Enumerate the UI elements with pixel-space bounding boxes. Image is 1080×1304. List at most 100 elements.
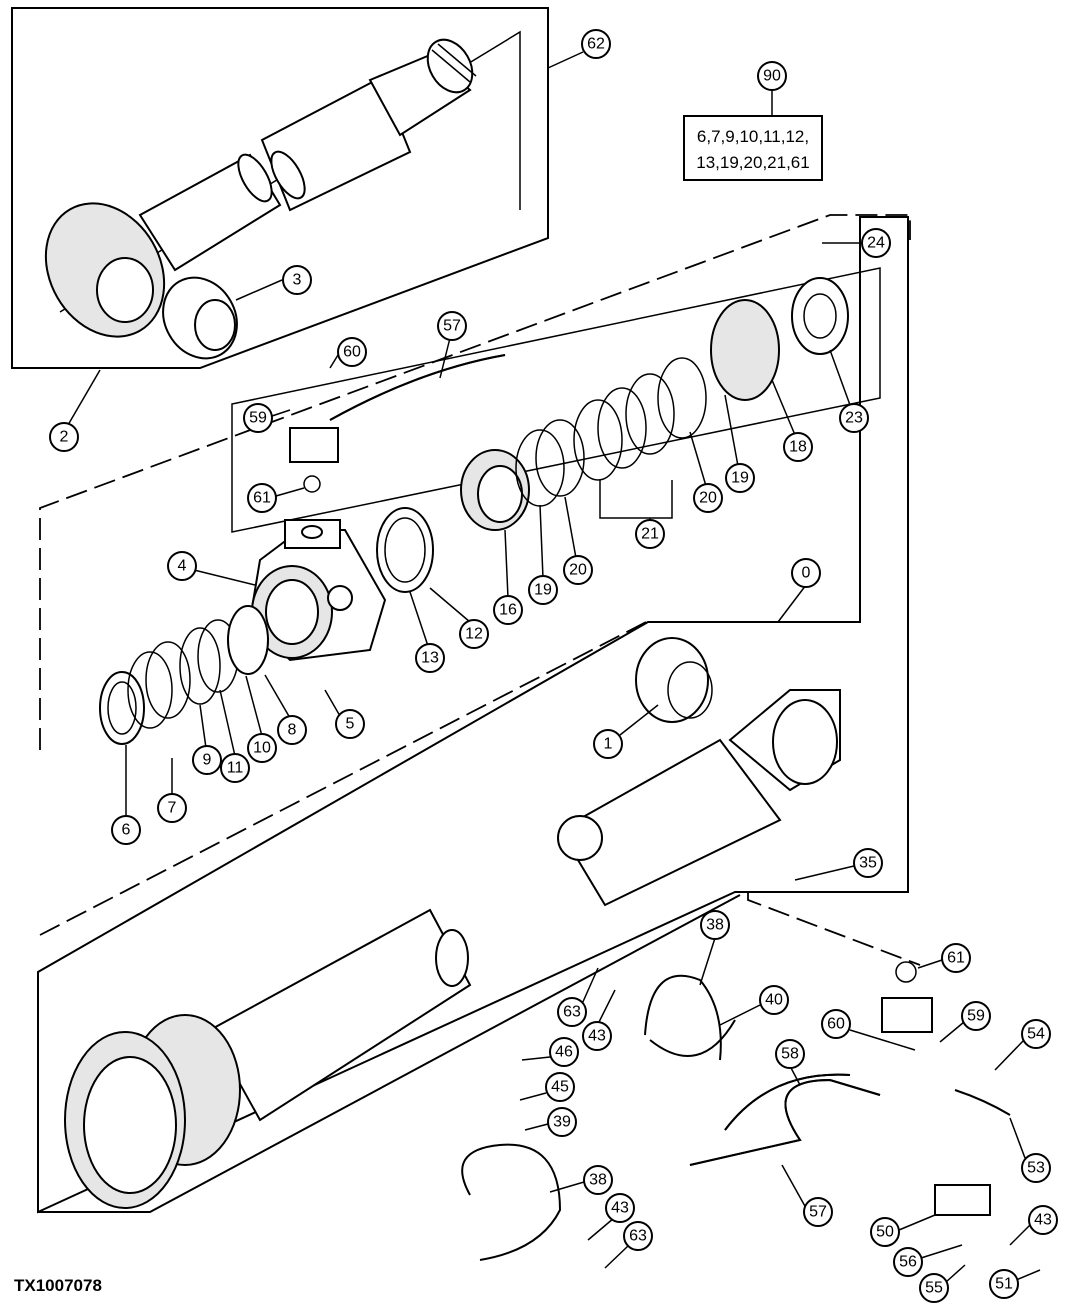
svg-text:57: 57 (809, 1204, 827, 1221)
callout-5[interactable]: 5 (324, 689, 365, 739)
callout-58[interactable]: 58 (775, 1039, 805, 1086)
callout-9[interactable]: 9 (192, 704, 222, 775)
callout-1[interactable]: 1 (593, 704, 659, 759)
svg-text:59: 59 (249, 410, 267, 427)
svg-text:51: 51 (995, 1276, 1013, 1293)
callout-59b[interactable]: 59 (939, 1001, 991, 1043)
callout-12[interactable]: 12 (429, 587, 489, 649)
callout-59a[interactable]: 59 (243, 403, 291, 433)
callout-57a[interactable]: 57 (437, 311, 467, 379)
callout-19b[interactable]: 19 (724, 394, 755, 493)
callout-63a[interactable]: 63 (557, 967, 599, 1027)
callout-4[interactable]: 4 (167, 551, 256, 586)
callout-38b[interactable]: 38 (549, 1165, 613, 1195)
callout-60b[interactable]: 60 (821, 1009, 916, 1051)
svg-text:56: 56 (899, 1254, 917, 1271)
callout-55[interactable]: 55 (919, 1264, 966, 1303)
svg-text:2: 2 (60, 429, 69, 446)
piston-rod (44, 38, 477, 360)
kit-box-line-2: 13,19,20,21,61 (696, 153, 809, 172)
callout-51[interactable]: 51 (989, 1269, 1041, 1299)
callout-21[interactable]: 21 (599, 480, 673, 549)
o-ring-61 (303, 475, 321, 493)
svg-text:10: 10 (253, 740, 271, 757)
figure-id: TX1007078 (14, 1276, 102, 1295)
callout-13[interactable]: 13 (409, 591, 445, 673)
callout-10[interactable]: 10 (245, 675, 277, 763)
svg-text:23: 23 (845, 410, 863, 427)
piston-seals (460, 277, 849, 531)
callout-11[interactable]: 11 (219, 689, 250, 783)
bracket-50 (934, 1184, 991, 1216)
hoses (329, 354, 881, 1166)
svg-text:43: 43 (1034, 1212, 1052, 1229)
clamp-38-lower (461, 1143, 562, 1261)
callout-60a[interactable]: 60 (329, 337, 367, 369)
callout-54[interactable]: 54 (994, 1019, 1051, 1071)
callout-24[interactable]: 24 (822, 228, 891, 258)
svg-text:61: 61 (253, 490, 271, 507)
callout-39[interactable]: 39 (524, 1107, 577, 1137)
callout-23[interactable]: 23 (829, 349, 869, 433)
flange-block (289, 427, 339, 463)
svg-text:4: 4 (178, 558, 187, 575)
callout-20a[interactable]: 20 (563, 496, 593, 585)
callout-62[interactable]: 62 (547, 29, 611, 69)
callout-50[interactable]: 50 (870, 1214, 936, 1247)
svg-text:24: 24 (867, 235, 885, 252)
callout-63b[interactable]: 63 (604, 1221, 653, 1269)
callout-19a[interactable]: 19 (528, 504, 558, 605)
clamp-40 (649, 1019, 736, 1057)
callout-57b[interactable]: 57 (781, 1164, 833, 1227)
callout-43c[interactable]: 43 (1009, 1205, 1058, 1246)
callout-7[interactable]: 7 (157, 758, 187, 823)
svg-text:38: 38 (589, 1172, 607, 1189)
svg-text:63: 63 (563, 1004, 581, 1021)
svg-text:8: 8 (288, 722, 297, 739)
svg-text:90: 90 (763, 68, 781, 85)
callout-0[interactable]: 0 (777, 558, 821, 623)
callout-56[interactable]: 56 (893, 1244, 963, 1277)
svg-text:18: 18 (789, 439, 807, 456)
svg-text:40: 40 (765, 992, 783, 1009)
callout-18[interactable]: 18 (771, 379, 813, 462)
svg-text:5: 5 (346, 716, 355, 733)
svg-text:11: 11 (227, 760, 244, 777)
svg-text:7: 7 (168, 800, 177, 817)
callout-38a[interactable]: 38 (699, 910, 730, 986)
svg-text:19: 19 (534, 582, 552, 599)
cylinder-tube (557, 637, 841, 907)
callout-61b[interactable]: 61 (917, 943, 971, 973)
callout-40[interactable]: 40 (719, 985, 789, 1026)
callout-2[interactable]: 2 (49, 369, 101, 452)
svg-text:12: 12 (465, 626, 483, 643)
callout-8[interactable]: 8 (264, 674, 307, 745)
svg-text:19: 19 (731, 470, 749, 487)
callout-53[interactable]: 53 (1009, 1117, 1051, 1183)
callout-61a[interactable]: 61 (247, 483, 305, 513)
callout-45[interactable]: 45 (519, 1072, 575, 1102)
svg-text:62: 62 (587, 36, 605, 53)
svg-text:13: 13 (421, 650, 439, 667)
svg-text:35: 35 (859, 855, 877, 872)
svg-text:46: 46 (555, 1044, 573, 1061)
svg-text:39: 39 (553, 1114, 571, 1131)
callout-6[interactable]: 6 (111, 745, 141, 845)
callout-46[interactable]: 46 (521, 1037, 579, 1067)
callout-35[interactable]: 35 (794, 848, 883, 881)
connector-line (747, 892, 921, 966)
callout-20b[interactable]: 20 (689, 431, 723, 513)
svg-text:60: 60 (343, 344, 361, 361)
callout-16[interactable]: 16 (493, 529, 523, 625)
svg-text:21: 21 (641, 526, 659, 543)
callout-43b[interactable]: 43 (587, 1193, 635, 1241)
svg-text:43: 43 (588, 1028, 606, 1045)
callout-3[interactable]: 3 (282, 265, 312, 295)
o-ring-61b (895, 961, 917, 983)
svg-text:60: 60 (827, 1016, 845, 1033)
callout-43a[interactable]: 43 (582, 989, 616, 1051)
kit-box-line-1: 6,7,9,10,11,12, (697, 127, 809, 146)
kit-callout-90[interactable]: 90 6,7,9,10,11,12, 13,19,20,21,61 (683, 61, 823, 181)
svg-text:58: 58 (781, 1046, 799, 1063)
